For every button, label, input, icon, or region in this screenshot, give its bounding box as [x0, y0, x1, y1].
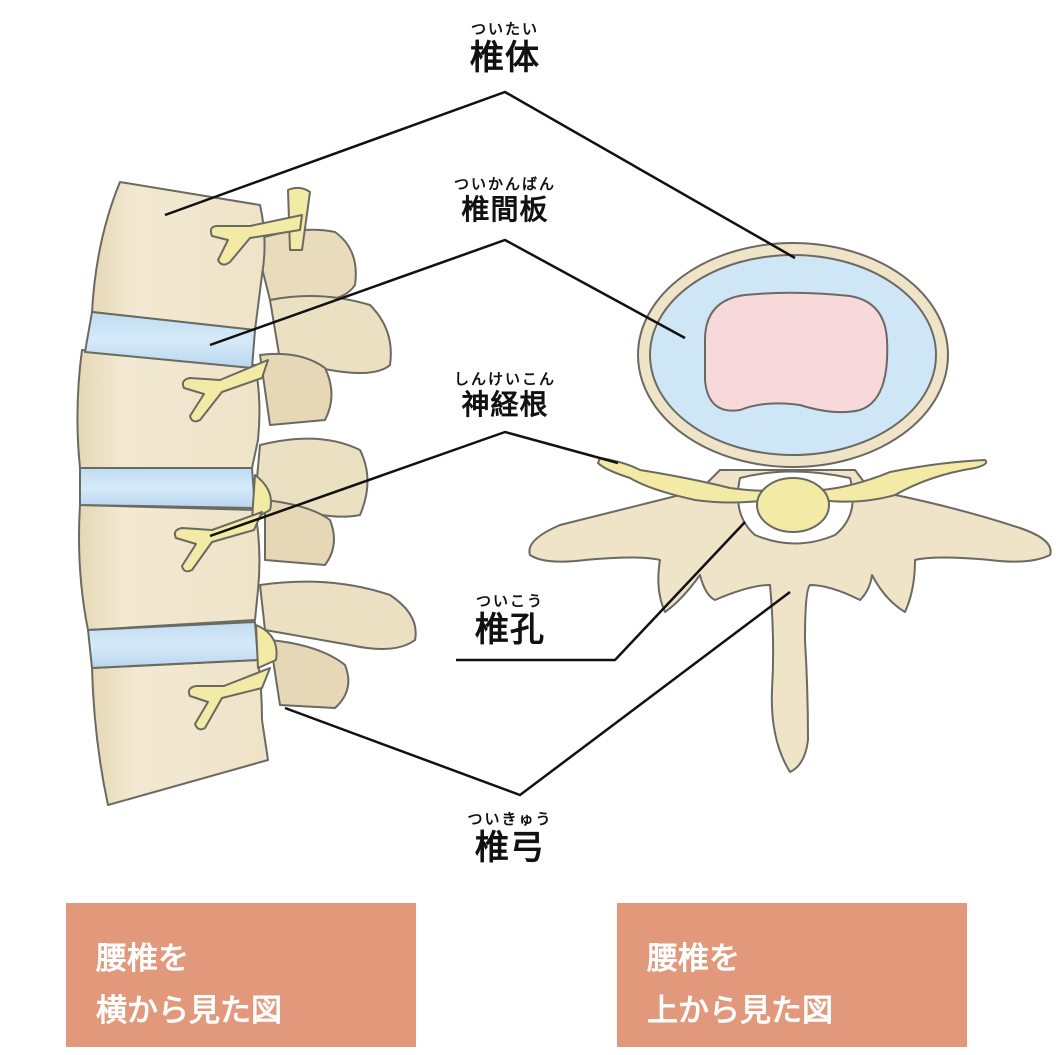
- disc-side: [87, 621, 259, 669]
- ruby-text: ついこう: [475, 592, 544, 610]
- side-view-spine: [76, 181, 417, 806]
- caption-line: 上から見た図: [647, 993, 833, 1029]
- spinal-cord: [756, 477, 830, 533]
- label-text: 椎間板: [461, 193, 549, 226]
- label-intervertebral-disc: ついかんばん 椎間板: [440, 175, 570, 227]
- nerve-root-side: [209, 214, 303, 266]
- spinous-process: [269, 295, 392, 375]
- ruby-text: ついきゅう: [467, 810, 553, 828]
- leader-line-vertebral-body: [164, 90, 796, 260]
- nerve-root-side: [173, 511, 263, 573]
- nerve-root-top: [597, 457, 988, 504]
- nerve-root-side: [187, 667, 271, 731]
- label-vertebral-arch: ついきゅう 椎弓: [455, 810, 565, 868]
- spinous-process: [259, 352, 333, 426]
- leader-lines: [164, 90, 796, 797]
- vertebral-body-shape: [91, 181, 266, 331]
- label-vertebral-foramen: ついこう 椎孔: [455, 592, 565, 650]
- caption-line: 横から見た図: [96, 993, 282, 1029]
- nerve-root-side: [251, 474, 272, 521]
- caption-side-view: 腰椎を 横から見た図: [66, 903, 416, 1047]
- nerve-root-side: [181, 359, 269, 423]
- caption-line: 腰椎を: [647, 941, 740, 977]
- ruby-text: しんけいこん: [453, 370, 556, 388]
- leader-line-vertebral-foramen: [456, 521, 746, 662]
- ruby-text: ついかんばん: [453, 175, 556, 193]
- leader-line-intervertebral-disc: [209, 238, 686, 347]
- spinous-process: [254, 228, 357, 301]
- label-text: 椎弓: [475, 828, 545, 868]
- spinous-process: [259, 580, 417, 650]
- caption-top-view: 腰椎を 上から見た図: [617, 903, 967, 1047]
- leader-line-vertebral-arch: [284, 591, 791, 797]
- disc-side: [79, 467, 256, 509]
- spinous-process: [269, 639, 350, 709]
- label-text: 神経根: [461, 388, 549, 421]
- caption-line: 腰椎を: [96, 941, 189, 977]
- label-nerve-root: しんけいこん 神経根: [440, 370, 570, 422]
- nucleus-pulposus: [704, 291, 889, 414]
- ruby-text: ついたい: [470, 20, 539, 38]
- leader-line-nerve-root: [209, 430, 619, 538]
- top-view-vertebra: [528, 242, 1052, 773]
- nerve-root-side: [255, 624, 278, 669]
- label-vertebral-body: ついたい 椎体: [455, 20, 555, 78]
- label-text: 椎孔: [475, 610, 545, 650]
- vertebral-body-shape: [76, 349, 261, 469]
- vertebral-arch-shape: [528, 469, 1052, 773]
- label-text: 椎体: [470, 38, 540, 78]
- spinous-process: [264, 499, 335, 566]
